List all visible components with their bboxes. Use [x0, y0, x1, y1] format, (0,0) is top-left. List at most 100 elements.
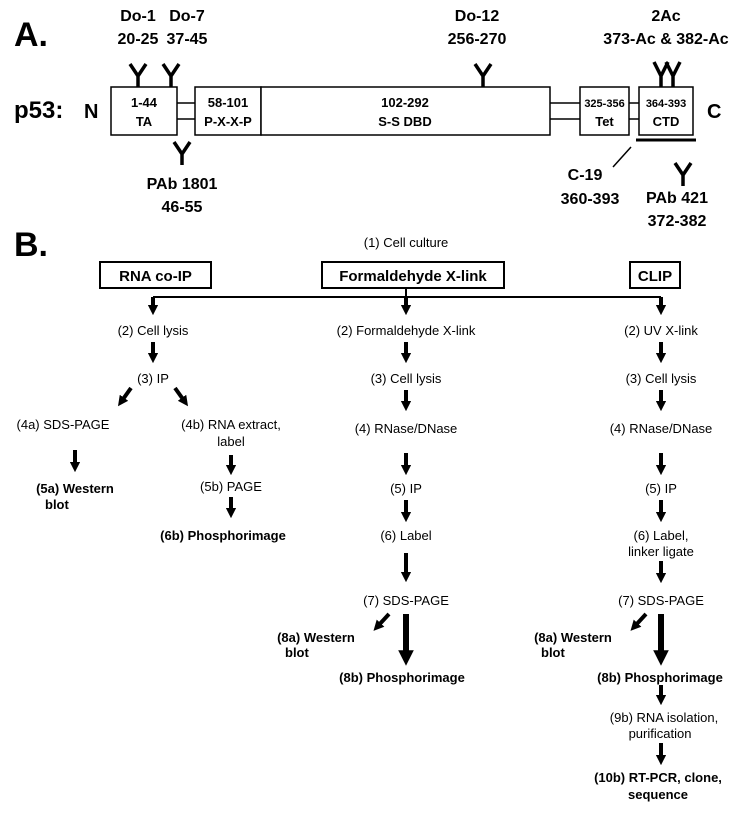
step-text: blot: [541, 645, 565, 660]
antibody-do12: Do-12 256-270: [448, 8, 507, 87]
domain-name: P-X-X-P: [204, 114, 252, 129]
arrow-icon: [173, 386, 189, 407]
antibody-epitope: 20-25: [118, 31, 159, 48]
column-formaldehyde: (2) Formaldehyde X-link (3) Cell lysis (…: [277, 323, 476, 685]
step-text: (4) RNase/DNase: [610, 421, 713, 436]
step-text: (6) Label: [380, 528, 431, 543]
step-text: (10b) RT-PCR, clone,: [594, 770, 722, 785]
step-text: (7) SDS-PAGE: [363, 593, 449, 608]
antibody-y-icon: [664, 61, 682, 87]
step-cell-culture: (1) Cell culture: [364, 235, 449, 250]
step-text: (8b) Phosphorimage: [339, 670, 465, 685]
step-text: linker ligate: [628, 544, 694, 559]
step-text: (4b) RNA extract,: [181, 417, 281, 432]
protein-label: p53:: [14, 97, 63, 124]
step-text: (2) Formaldehyde X-link: [337, 323, 476, 338]
column-rna-coip: (2) Cell lysis (3) IP (4a) SDS-PAGE (4b)…: [17, 323, 286, 543]
domain-range: 1-44: [131, 95, 158, 110]
domain-pxxp: 58-101 P-X-X-P: [194, 86, 262, 136]
antibody-y-icon: [128, 63, 148, 87]
column-header-formaldehyde: Formaldehyde X-link: [321, 261, 505, 289]
antibody-name: 2Ac: [651, 8, 680, 25]
step-text: (2) Cell lysis: [118, 323, 189, 338]
antibody-c19: C-19 360-393: [561, 146, 632, 208]
antibody-do1: Do-1 20-25: [118, 8, 159, 87]
antibody-epitope: 373-Ac & 382-Ac: [603, 31, 729, 48]
antibody-2ac: 2Ac 373-Ac & 382-Ac: [603, 8, 729, 87]
antibody-y-icon: [161, 63, 181, 87]
antibody-name: PAb 1801: [147, 176, 218, 193]
flow-arrows: [69, 297, 669, 766]
step-text: (9b) RNA isolation,: [610, 710, 718, 725]
antibody-name: C-19: [568, 167, 603, 184]
step-text: (5a) Western: [36, 481, 114, 496]
antibody-name: Do-1: [120, 8, 156, 25]
panel-b: B. (1) Cell culture RNA co-IP Formaldehy…: [14, 226, 723, 802]
column-title: CLIP: [638, 268, 672, 285]
step-text: blot: [45, 497, 69, 512]
step-text: (7) SDS-PAGE: [618, 593, 704, 608]
step-text: (8b) Phosphorimage: [597, 670, 723, 685]
column-title: Formaldehyde X-link: [339, 268, 487, 285]
column-title: RNA co-IP: [119, 268, 192, 285]
antibody-name: Do-12: [455, 8, 500, 25]
step-text: (8a) Western: [277, 630, 355, 645]
step-text: blot: [285, 645, 309, 660]
step-text: purification: [629, 726, 692, 741]
domain-range: 364-393: [646, 98, 686, 110]
panel-b-label: B.: [14, 226, 48, 264]
step-text: (5b) PAGE: [200, 479, 262, 494]
antibody-y-icon: [673, 162, 693, 186]
antibody-pab421: PAb 421 372-382: [646, 162, 708, 230]
step-text: (8a) Western: [534, 630, 612, 645]
domain-name: Tet: [595, 114, 614, 129]
antibody-name: PAb 421: [646, 190, 708, 207]
step-text: (4) RNase/DNase: [355, 421, 458, 436]
protein-backbone: [177, 102, 639, 120]
c-terminus-label: C: [707, 101, 721, 123]
domain-name: TA: [136, 114, 153, 129]
arrow-icon: [630, 612, 648, 631]
arrow-icon: [117, 386, 133, 407]
antibody-epitope: 37-45: [167, 31, 208, 48]
antibody-epitope: 360-393: [561, 191, 620, 208]
step-text: (5) IP: [645, 481, 677, 496]
antibody-epitope: 372-382: [648, 213, 707, 230]
domain-ctd: 364-393 CTD: [636, 86, 696, 142]
column-header-clip: CLIP: [629, 261, 681, 289]
arrow-icon: [373, 612, 391, 631]
antibody-y-icon: [652, 61, 670, 87]
antibody-epitope: 46-55: [162, 199, 203, 216]
domain-dbd: 102-292 S-S DBD: [260, 86, 551, 136]
domain-range: 325-356: [584, 98, 624, 110]
step-text: (2) UV X-link: [624, 323, 698, 338]
step-text: (6) Label,: [634, 528, 689, 543]
branch-connector: [153, 288, 661, 298]
panel-a-label: A.: [14, 16, 48, 54]
step-text: (4a) SDS-PAGE: [17, 417, 110, 432]
step-text: (5) IP: [390, 481, 422, 496]
antibody-pab1801: PAb 1801 46-55: [147, 141, 218, 216]
domain-tet: 325-356 Tet: [579, 86, 630, 136]
antibody-epitope: 256-270: [448, 31, 507, 48]
step-text: (3) Cell lysis: [371, 371, 442, 386]
n-terminus-label: N: [84, 101, 98, 123]
column-header-rna-coip: RNA co-IP: [99, 261, 212, 289]
step-text: sequence: [628, 787, 688, 802]
domain-name: S-S DBD: [378, 114, 431, 129]
domain-range: 102-292: [381, 95, 429, 110]
panel-a: A. p53: N C 1-44 TA 58-101 P-X-X-P 102-2…: [14, 8, 729, 230]
step-text: label: [217, 434, 245, 449]
antibody-y-icon: [473, 63, 493, 87]
domain-range: 58-101: [208, 95, 248, 110]
antibody-y-icon: [172, 141, 192, 165]
antibody-do7: Do-7 37-45: [161, 8, 208, 87]
step-text: (3) IP: [137, 371, 169, 386]
domain-ta: 1-44 TA: [110, 86, 178, 136]
antibody-name: Do-7: [169, 8, 205, 25]
step-text: (6b) Phosphorimage: [160, 528, 286, 543]
domain-name: CTD: [653, 114, 680, 129]
column-clip: (2) UV X-link (3) Cell lysis (4) RNase/D…: [534, 323, 723, 802]
